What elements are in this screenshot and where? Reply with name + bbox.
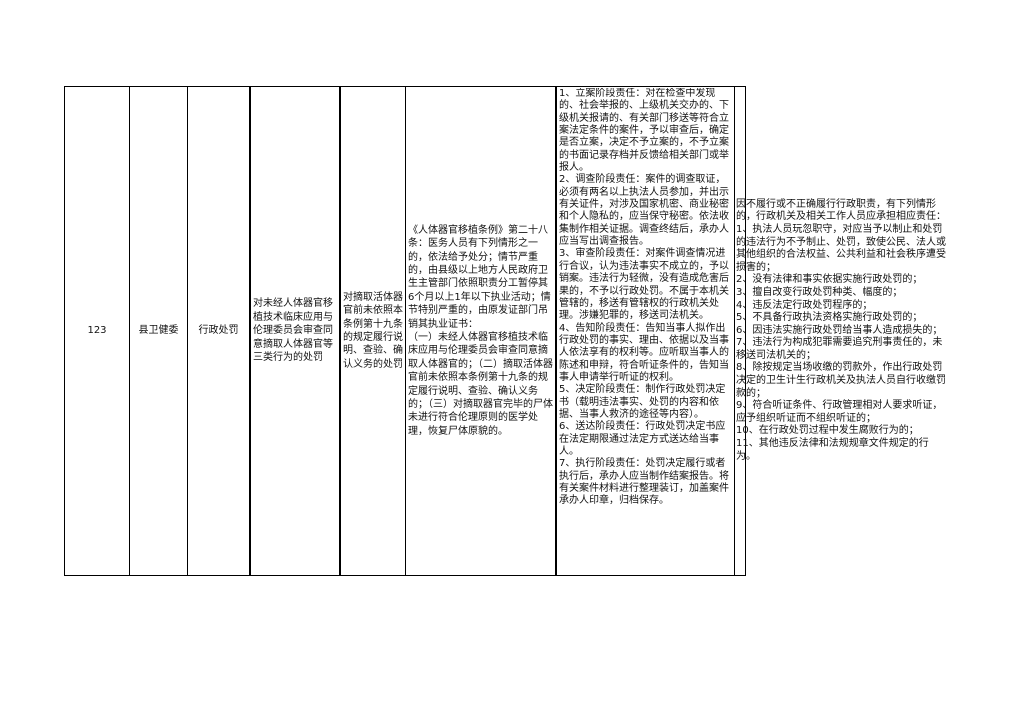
legal-basis-cell: 《人体器官移植条例》第二十八条：医务人员有下列情形之一的，依法给予处分；情节严重… bbox=[408, 87, 554, 575]
table-left-border bbox=[64, 86, 65, 576]
sub-item: 对摘取活体器官前未依照本条例第十九条的规定履行说明、查验、确认义务的处罚 bbox=[343, 291, 403, 370]
category-cell: 行政处罚 bbox=[188, 87, 249, 575]
column-divider bbox=[339, 86, 341, 576]
column-divider bbox=[187, 86, 188, 576]
department: 县卫健委 bbox=[138, 325, 179, 337]
responsibility-cell: 1、立案阶段责任：对在检查中发现的、社会举报的、上级机关交办的、下级机关报请的、… bbox=[559, 88, 733, 574]
accountability-cell: 因不履行或不正确履行行政职责，有下列情形的，行政机关及相关工作人员应承担相应责任… bbox=[736, 87, 946, 575]
responsibility-text: 1、立案阶段责任：对在检查中发现的、社会举报的、上级机关交办的、下级机关报请的、… bbox=[559, 88, 729, 507]
column-divider bbox=[249, 86, 251, 576]
category: 行政处罚 bbox=[198, 325, 239, 337]
table-right-border bbox=[745, 86, 746, 576]
sub-item-cell: 对摘取活体器官前未依照本条例第十九条的规定履行说明、查验、确认义务的处罚 bbox=[343, 87, 404, 575]
item-name: 对未经人体器官移植技术临床应用与伦理委员会审查同意摘取人体器官等三类行为的处罚 bbox=[253, 298, 333, 364]
row-number-cell: 123 bbox=[65, 87, 129, 575]
column-divider bbox=[555, 86, 557, 576]
column-divider bbox=[734, 86, 735, 576]
department-cell: 县卫健委 bbox=[130, 87, 187, 575]
item-name-cell: 对未经人体器官移植技术临床应用与伦理委员会审查同意摘取人体器官等三类行为的处罚 bbox=[253, 87, 338, 575]
column-divider bbox=[129, 86, 130, 576]
legal-basis: 《人体器官移植条例》第二十八条：医务人员有下列情形之一的，依法给予处分；情节严重… bbox=[408, 224, 553, 437]
accountability-text: 因不履行或不正确履行行政职责，有下列情形的，行政机关及相关工作人员应承担相应责任… bbox=[736, 198, 946, 462]
column-divider bbox=[405, 86, 406, 576]
row-number: 123 bbox=[87, 325, 107, 337]
